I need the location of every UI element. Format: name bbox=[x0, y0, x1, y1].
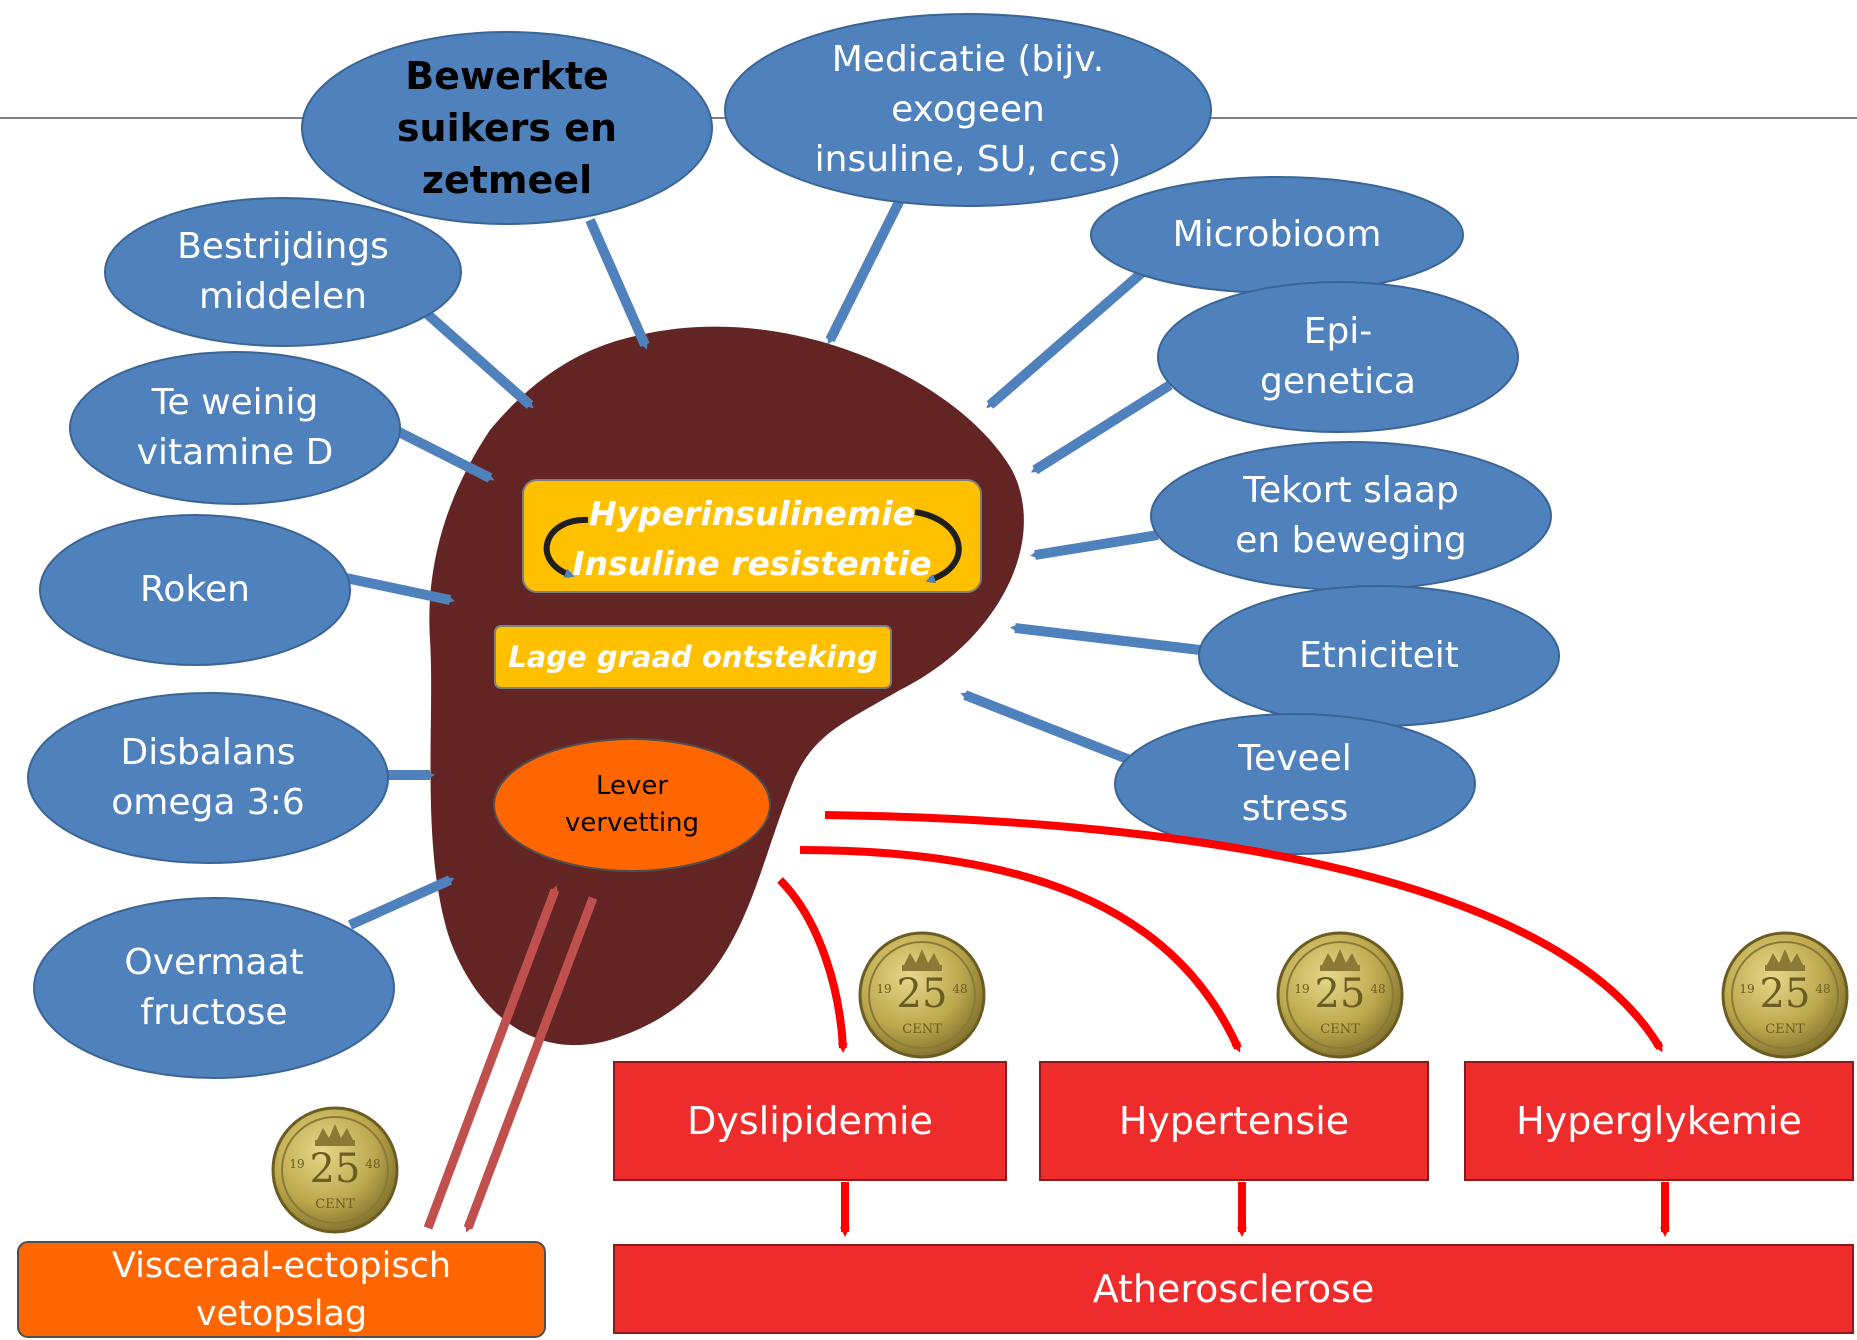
coin-icon: 25 CENT 19 48 bbox=[858, 931, 986, 1059]
arrow-bestrijdings bbox=[421, 308, 534, 409]
svg-text:25: 25 bbox=[1315, 971, 1366, 1017]
ontsteking-box bbox=[494, 625, 892, 689]
factor-vitamine-d-ellipse bbox=[69, 351, 401, 505]
arrow-medicatie bbox=[825, 197, 905, 345]
factor-slaap-ellipse bbox=[1150, 441, 1552, 591]
arrow-vitamine-d bbox=[392, 425, 495, 483]
svg-text:CENT: CENT bbox=[1320, 1022, 1360, 1037]
arrow-microbioom bbox=[986, 266, 1149, 409]
arrow-roken bbox=[344, 573, 455, 605]
hypertensie-box bbox=[1039, 1061, 1429, 1181]
factor-medicatie-ellipse bbox=[724, 13, 1212, 207]
arrow-etniciteit bbox=[1010, 623, 1201, 655]
factor-fructose-ellipse bbox=[33, 897, 395, 1079]
lever-ellipse bbox=[493, 738, 771, 872]
coin-icon: 25 CENT 19 48 bbox=[271, 1106, 399, 1234]
hyperglykemie-box bbox=[1464, 1061, 1854, 1181]
svg-text:48: 48 bbox=[952, 982, 967, 996]
arrow-stress bbox=[960, 690, 1132, 765]
svg-text:25: 25 bbox=[897, 971, 948, 1017]
arrow-fructose bbox=[347, 875, 455, 930]
factor-microbioom-ellipse bbox=[1090, 176, 1464, 294]
factor-epigenetica-ellipse bbox=[1157, 281, 1519, 433]
coin-icon: 25 CENT 19 48 bbox=[1721, 931, 1849, 1059]
factor-etniciteit-ellipse bbox=[1198, 585, 1560, 727]
factor-bestrijdings-ellipse bbox=[104, 197, 462, 347]
svg-text:48: 48 bbox=[1370, 982, 1385, 996]
cycle-arrow-left-icon bbox=[543, 516, 589, 578]
arrow-visceral-down bbox=[463, 896, 598, 1233]
dyslipidemie-box bbox=[613, 1061, 1007, 1181]
factor-roken-ellipse bbox=[39, 514, 351, 666]
arrow-to-hyperglykemie bbox=[824, 811, 1664, 1053]
arrow-to-dyslipidemie bbox=[777, 877, 848, 1053]
arrow-slaap bbox=[1030, 530, 1159, 560]
svg-text:19: 19 bbox=[289, 1157, 304, 1171]
arrow-bewerkte bbox=[585, 217, 650, 350]
arrow-visceral-up bbox=[423, 885, 560, 1230]
coin-icon: 25 CENT 19 48 bbox=[1276, 931, 1404, 1059]
factor-arrows bbox=[344, 197, 1201, 930]
factor-stress-ellipse bbox=[1114, 713, 1476, 855]
arrow-epigenetica bbox=[1030, 380, 1173, 475]
svg-text:25: 25 bbox=[310, 1146, 361, 1192]
visceral-arrows bbox=[423, 885, 598, 1233]
factor-ellipses bbox=[27, 13, 1560, 1079]
svg-text:19: 19 bbox=[1294, 982, 1309, 996]
cycle-arrow-right-icon bbox=[914, 509, 962, 584]
core-box bbox=[522, 479, 982, 593]
factor-bewerkte-ellipse bbox=[301, 31, 713, 225]
svg-text:48: 48 bbox=[1815, 982, 1830, 996]
factor-omega-ellipse bbox=[27, 692, 389, 864]
visceraal-box bbox=[17, 1241, 546, 1338]
svg-text:48: 48 bbox=[365, 1157, 380, 1171]
svg-text:19: 19 bbox=[1739, 982, 1754, 996]
atherosclerose-box bbox=[613, 1244, 1854, 1334]
svg-text:CENT: CENT bbox=[315, 1197, 355, 1212]
arrow-to-hypertensie bbox=[799, 846, 1242, 1053]
outcome-arrows bbox=[777, 811, 1670, 1237]
svg-text:CENT: CENT bbox=[1765, 1022, 1805, 1037]
svg-text:25: 25 bbox=[1760, 971, 1811, 1017]
svg-text:19: 19 bbox=[876, 982, 891, 996]
svg-text:CENT: CENT bbox=[902, 1022, 942, 1037]
